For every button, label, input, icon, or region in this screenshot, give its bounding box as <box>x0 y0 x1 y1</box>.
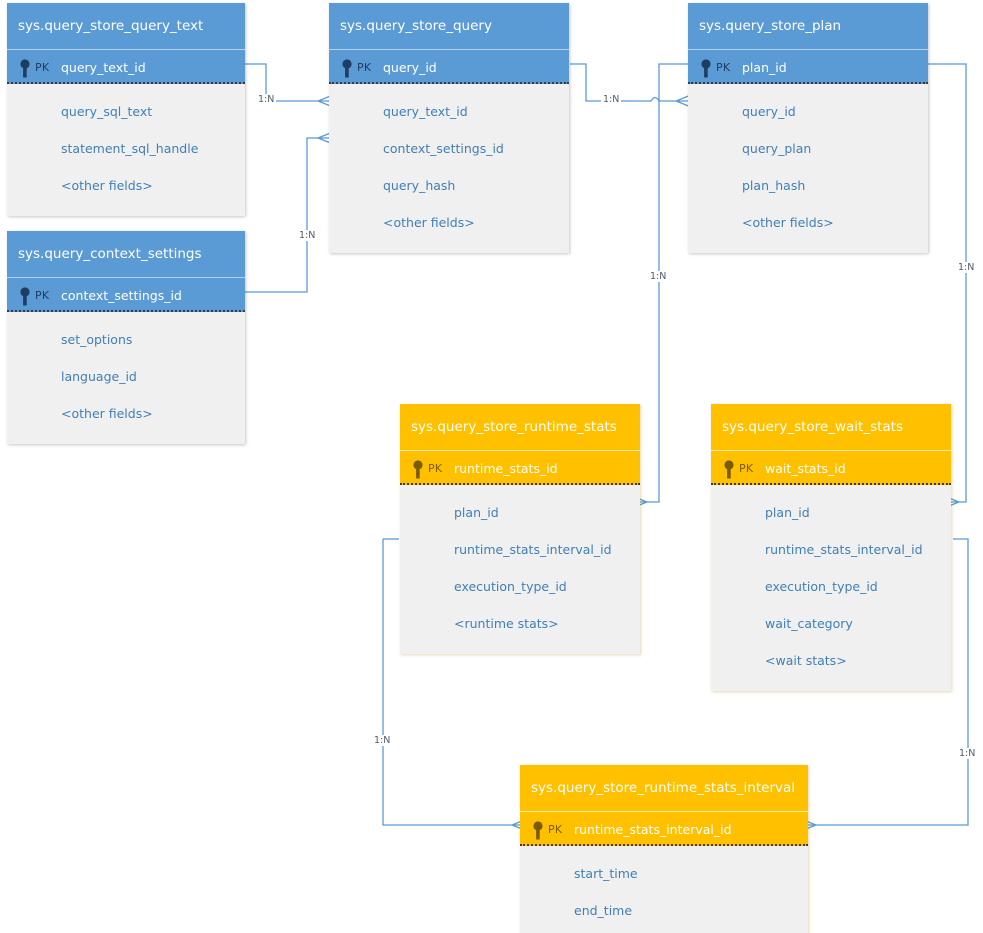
entity-fields: start_time end_time <box>520 846 808 933</box>
rel-label-query-plan: 1:N <box>601 94 622 105</box>
field-row: set_options <box>61 332 133 347</box>
field-row: plan_id <box>765 505 810 520</box>
field-row: query_hash <box>383 178 456 193</box>
field-row: plan_hash <box>742 178 806 193</box>
entity-title: sys.query_store_wait_stats <box>711 404 951 450</box>
field-row: <other fields> <box>61 178 153 193</box>
entity-title: sys.query_store_query <box>329 3 569 49</box>
pk-tag: PK <box>716 61 731 74</box>
pk-tag: PK <box>739 462 754 475</box>
entity-query-store-query-text[interactable]: sys.query_store_query_text PK query_text… <box>7 3 245 216</box>
entity-title: sys.query_store_plan <box>688 3 928 49</box>
field-row: <other fields> <box>383 215 475 230</box>
field-row: <runtime stats> <box>454 616 559 631</box>
entity-fields: plan_id runtime_stats_interval_id execut… <box>711 485 951 691</box>
entity-fields: set_options language_id <other fields> <box>7 312 245 444</box>
key-icon <box>701 59 711 78</box>
entity-query-store-query[interactable]: sys.query_store_query PK query_id query_… <box>329 3 569 253</box>
entity-title: sys.query_store_runtime_stats_interval <box>520 765 808 811</box>
pk-field-name: plan_id <box>742 60 787 75</box>
pk-field-name: runtime_stats_id <box>454 461 558 476</box>
rel-label-plan-wait: 1:N <box>956 262 977 273</box>
entity-fields: plan_id runtime_stats_interval_id execut… <box>400 485 640 654</box>
key-icon <box>724 460 734 479</box>
pk-tag: PK <box>548 823 563 836</box>
key-icon <box>342 59 352 78</box>
entity-title: sys.query_store_query_text <box>7 3 245 49</box>
field-row: plan_id <box>454 505 499 520</box>
entity-primary-key-row[interactable]: PK wait_stats_id <box>711 450 951 485</box>
connector-query-to-plan <box>570 63 676 101</box>
rel-label-interval-wait: 1:N <box>957 748 978 759</box>
entity-title: sys.query_store_runtime_stats <box>400 404 640 450</box>
field-row: query_sql_text <box>61 104 153 119</box>
connector-plan-to-runtime <box>647 63 688 502</box>
field-row: query_text_id <box>383 104 468 119</box>
entity-primary-key-row[interactable]: PK plan_id <box>688 49 928 84</box>
pk-field-name: query_id <box>383 60 437 75</box>
field-row: wait_category <box>765 616 853 631</box>
field-row: execution_type_id <box>765 579 878 594</box>
pk-field-name: context_settings_id <box>61 288 182 303</box>
field-row: statement_sql_handle <box>61 141 199 156</box>
field-row: <other fields> <box>742 215 834 230</box>
entity-title: sys.query_context_settings <box>7 231 245 277</box>
key-icon <box>413 460 423 479</box>
field-row: start_time <box>574 866 638 881</box>
rel-label-ctx-query: 1:N <box>297 230 318 241</box>
entity-query-store-runtime-stats-interval[interactable]: sys.query_store_runtime_stats_interval P… <box>520 765 808 933</box>
entity-primary-key-row[interactable]: PK query_id <box>329 49 569 84</box>
field-row: <wait stats> <box>765 653 847 668</box>
entity-fields: query_text_id context_settings_id query_… <box>329 84 569 253</box>
entity-fields: query_id query_plan plan_hash <other fie… <box>688 84 928 253</box>
field-row: runtime_stats_interval_id <box>765 542 923 557</box>
pk-field-name: query_text_id <box>61 60 146 75</box>
connector-ctx-to-query <box>245 138 318 293</box>
field-row: query_id <box>742 104 796 119</box>
field-row: query_plan <box>742 141 812 156</box>
entity-fields: query_sql_text statement_sql_handle <oth… <box>7 84 245 216</box>
field-row: runtime_stats_interval_id <box>454 542 612 557</box>
field-row: <other fields> <box>61 406 153 421</box>
entity-query-store-runtime-stats[interactable]: sys.query_store_runtime_stats PK runtime… <box>400 404 640 654</box>
entity-primary-key-row[interactable]: PK context_settings_id <box>7 277 245 312</box>
pk-field-name: wait_stats_id <box>765 461 846 476</box>
field-row: language_id <box>61 369 137 384</box>
pk-tag: PK <box>357 61 372 74</box>
pk-field-name: runtime_stats_interval_id <box>574 822 732 837</box>
field-row: context_settings_id <box>383 141 504 156</box>
rel-label-text-query: 1:N <box>256 94 277 105</box>
entity-query-store-wait-stats[interactable]: sys.query_store_wait_stats PK wait_stats… <box>711 404 951 691</box>
rel-label-interval-runtime: 1:N <box>372 735 393 746</box>
rel-label-plan-runtime: 1:N <box>648 271 669 282</box>
pk-tag: PK <box>35 61 50 74</box>
field-row: execution_type_id <box>454 579 567 594</box>
pk-tag: PK <box>35 289 50 302</box>
entity-primary-key-row[interactable]: PK runtime_stats_id <box>400 450 640 485</box>
entity-query-store-plan[interactable]: sys.query_store_plan PK plan_id query_id… <box>688 3 928 253</box>
entity-primary-key-row[interactable]: PK runtime_stats_interval_id <box>520 811 808 846</box>
pk-tag: PK <box>428 462 443 475</box>
key-icon <box>533 821 543 840</box>
entity-primary-key-row[interactable]: PK query_text_id <box>7 49 245 84</box>
key-icon <box>20 287 30 306</box>
key-icon <box>20 59 30 78</box>
entity-query-context-settings[interactable]: sys.query_context_settings PK context_se… <box>7 231 245 444</box>
field-row: end_time <box>574 903 633 918</box>
